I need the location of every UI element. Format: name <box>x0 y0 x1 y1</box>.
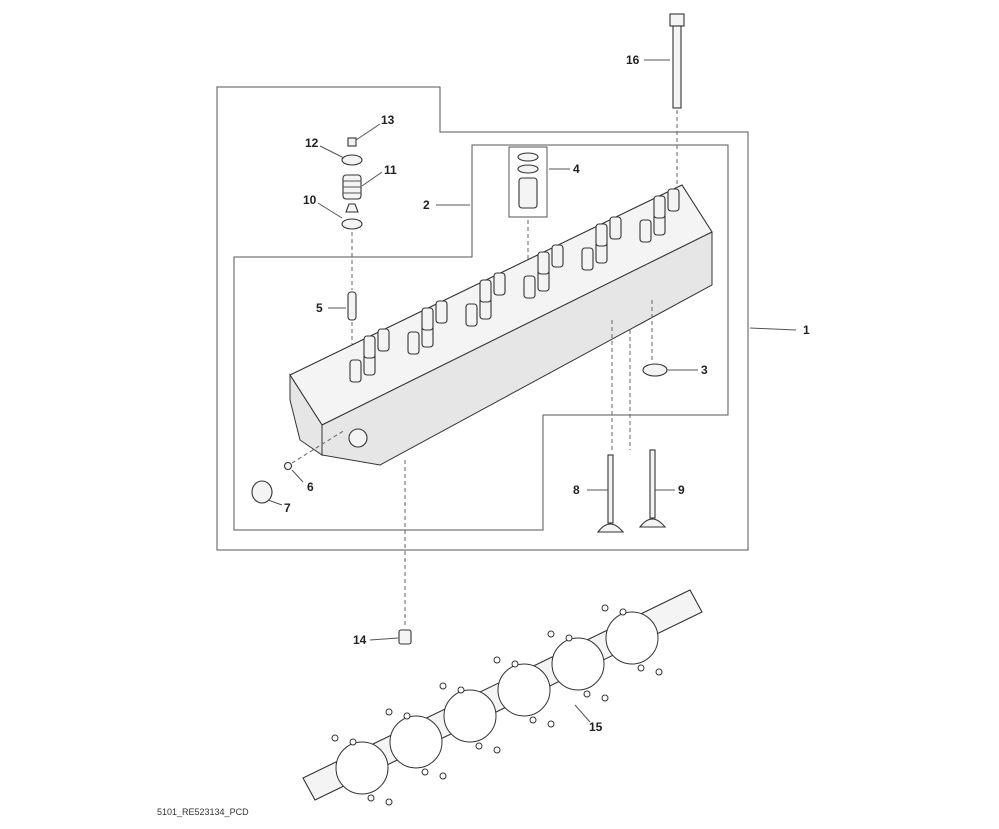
cylinder-head[interactable] <box>289 184 713 466</box>
callout-7: 7 <box>284 501 291 515</box>
assembly-2-boundary <box>233 144 729 531</box>
callout-5: 5 <box>316 301 323 315</box>
cylinder-bore <box>497 663 551 717</box>
callout-9: 9 <box>678 483 685 497</box>
valve-spring <box>407 331 420 355</box>
cylinder-bore <box>605 611 659 665</box>
callout-6: 6 <box>307 480 314 494</box>
valve-spring <box>349 359 362 383</box>
gasket-hole <box>439 772 447 780</box>
callout-12: 12 <box>305 136 319 150</box>
gasket-hole <box>385 798 393 806</box>
seal-ring[interactable] <box>642 363 668 377</box>
gasket-hole <box>655 668 663 676</box>
cylinder-bore <box>335 741 389 795</box>
gasket-hole <box>547 630 555 638</box>
gasket-hole <box>457 686 465 694</box>
valve-spring <box>523 275 536 299</box>
gasket-hole <box>529 716 537 724</box>
cylinder-bore <box>551 637 605 691</box>
gasket-hole <box>367 794 375 802</box>
valve-spring <box>667 188 680 212</box>
valve-spring <box>479 279 492 303</box>
gasket-hole <box>637 664 645 672</box>
gasket-hole <box>331 734 339 742</box>
valve-spring <box>435 300 448 324</box>
callout-leaders <box>267 59 797 723</box>
valve-spring <box>377 328 390 352</box>
dowel[interactable] <box>398 629 412 645</box>
intake-valve[interactable] <box>596 454 625 533</box>
callout-2: 2 <box>423 198 430 212</box>
exhaust-valve[interactable] <box>638 449 667 528</box>
callout-8: 8 <box>573 483 580 497</box>
assembly-1-boundary <box>216 86 749 551</box>
expansion-plug[interactable] <box>251 480 273 504</box>
valve-spring <box>581 247 594 271</box>
valve-spring <box>537 251 550 275</box>
gasket-hole <box>583 690 591 698</box>
gasket-hole <box>493 656 501 664</box>
gasket-hole <box>475 742 483 750</box>
valve-spring <box>551 244 564 268</box>
gasket-hole <box>349 738 357 746</box>
callout-3: 3 <box>701 363 708 377</box>
head-gasket[interactable] <box>302 589 703 806</box>
callout-11: 11 <box>384 163 397 177</box>
valve-spring <box>653 195 666 219</box>
gasket-hole <box>601 604 609 612</box>
valve-spring-set[interactable] <box>341 137 363 370</box>
callout-15: 15 <box>589 720 603 734</box>
plug[interactable] <box>283 461 293 471</box>
gasket-hole <box>565 634 573 642</box>
valve-spring <box>595 223 608 247</box>
gasket-hole <box>601 694 609 702</box>
valve-spring <box>493 272 506 296</box>
gasket-hole <box>511 660 519 668</box>
valve-spring <box>363 335 376 359</box>
cylinder-bore <box>389 715 443 769</box>
gasket-hole <box>493 746 501 754</box>
callout-1: 1 <box>803 323 810 337</box>
valve-spring <box>639 219 652 243</box>
gasket-hole <box>439 682 447 690</box>
valve-spring <box>609 216 622 240</box>
callout-14: 14 <box>353 633 367 647</box>
gasket-hole <box>547 720 555 728</box>
gasket-hole <box>385 708 393 716</box>
valve-spring <box>421 307 434 331</box>
cylinder-bore <box>443 689 497 743</box>
callout-10: 10 <box>303 193 317 207</box>
drawing-id-caption: 5101_RE523134_PCD <box>157 807 249 817</box>
gasket-hole <box>403 712 411 720</box>
injector-sleeve-kit[interactable] <box>508 146 548 262</box>
callout-4: 4 <box>573 162 580 176</box>
valve-spring <box>465 303 478 327</box>
callout-16: 16 <box>626 53 640 67</box>
callout-13: 13 <box>381 113 395 127</box>
gasket-hole <box>421 768 429 776</box>
gasket-hole <box>619 608 627 616</box>
